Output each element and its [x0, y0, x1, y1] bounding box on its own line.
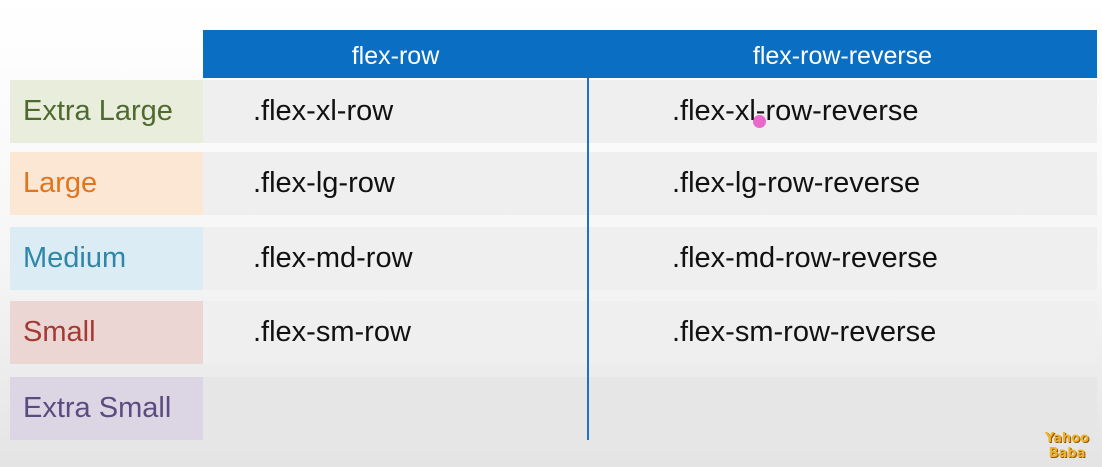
- cell-flex-sm-row: .flex-sm-row: [253, 316, 411, 348]
- header-flex-row: flex-row: [351, 41, 440, 70]
- table-row-extra-large: Extra Large .flex-xl-row .flex-xl-row-re…: [10, 80, 1097, 143]
- logo-line-1: Yahoo: [1044, 431, 1090, 446]
- header-flex-row-reverse: flex-row-reverse: [752, 41, 933, 70]
- table-row-small: Small .flex-sm-row .flex-sm-row-reverse: [10, 301, 1097, 364]
- row-label-medium: Medium: [10, 227, 203, 290]
- row-label-large: Large: [10, 152, 203, 215]
- cell-flex-md-row-reverse: .flex-md-row-reverse: [672, 242, 938, 274]
- cell-extra-small-flex-row-reverse: [588, 377, 1097, 440]
- cell-flex-xl-row-reverse: .flex-xl-row-reverse: [672, 95, 919, 127]
- cell-flex-xl-row: .flex-xl-row: [253, 95, 394, 127]
- cell-extra-small-flex-row: [203, 377, 588, 440]
- cell-flex-lg-row: .flex-lg-row: [253, 167, 395, 199]
- cell-flex-sm-row-reverse: .flex-sm-row-reverse: [672, 316, 937, 348]
- row-label-small: Small: [10, 301, 203, 364]
- table-header: flex-row flex-row-reverse: [203, 30, 1097, 78]
- row-label-extra-large: Extra Large: [10, 80, 203, 143]
- yahoo-baba-logo: Yahoo Baba: [1042, 431, 1092, 461]
- row-label-extra-small: Extra Small: [10, 377, 203, 440]
- table-row-extra-small: Extra Small: [10, 377, 1097, 440]
- table-row-medium: Medium .flex-md-row .flex-md-row-reverse: [10, 227, 1097, 290]
- cursor-pointer-dot: [753, 115, 766, 128]
- cell-flex-md-row: .flex-md-row: [253, 242, 413, 274]
- table-row-large: Large .flex-lg-row .flex-lg-row-reverse: [10, 152, 1097, 215]
- cell-flex-lg-row-reverse: .flex-lg-row-reverse: [672, 167, 921, 199]
- logo-line-2: Baba: [1048, 446, 1086, 461]
- column-divider: [587, 78, 589, 440]
